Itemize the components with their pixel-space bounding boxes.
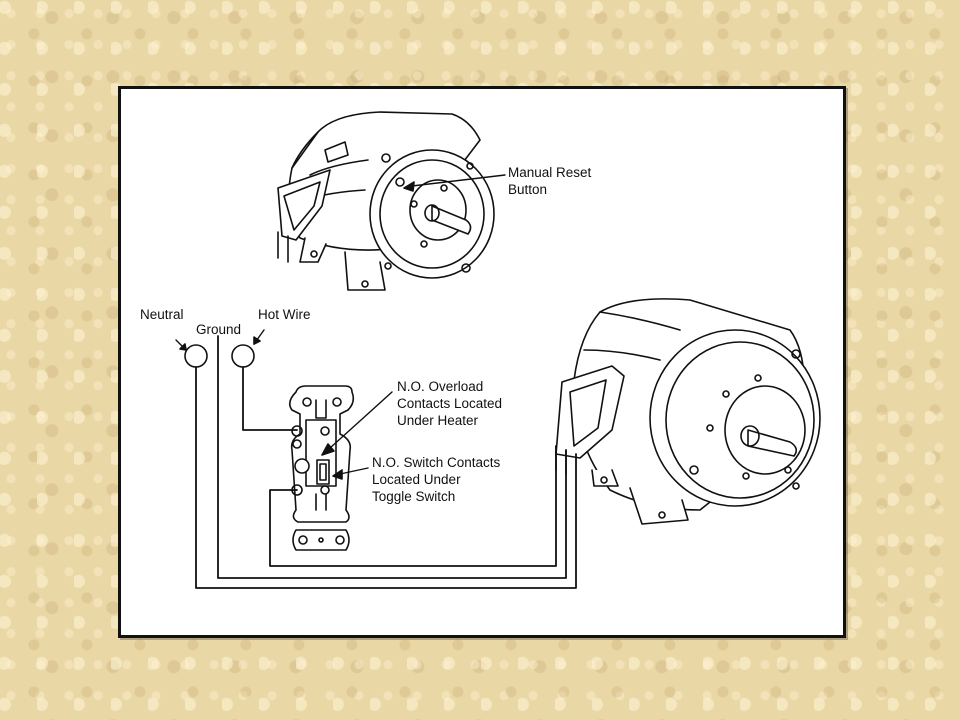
manual-starter xyxy=(288,385,355,551)
neutral-terminal xyxy=(184,344,208,368)
top-motor xyxy=(277,111,506,291)
switch-contacts-label: N.O. Switch Contacts Located Under Toggl… xyxy=(372,455,501,504)
wires xyxy=(195,335,577,589)
hot-wire-terminal xyxy=(231,344,255,368)
overload-contacts-label: N.O. Overload Contacts Located Under Hea… xyxy=(397,379,503,428)
ground-label: Ground xyxy=(196,322,242,337)
bottom-motor xyxy=(555,298,821,525)
hot-wire-label: Hot Wire xyxy=(258,307,311,322)
manual-reset-label: Manual Reset Button xyxy=(508,165,592,197)
neutral-label: Neutral xyxy=(140,307,184,322)
